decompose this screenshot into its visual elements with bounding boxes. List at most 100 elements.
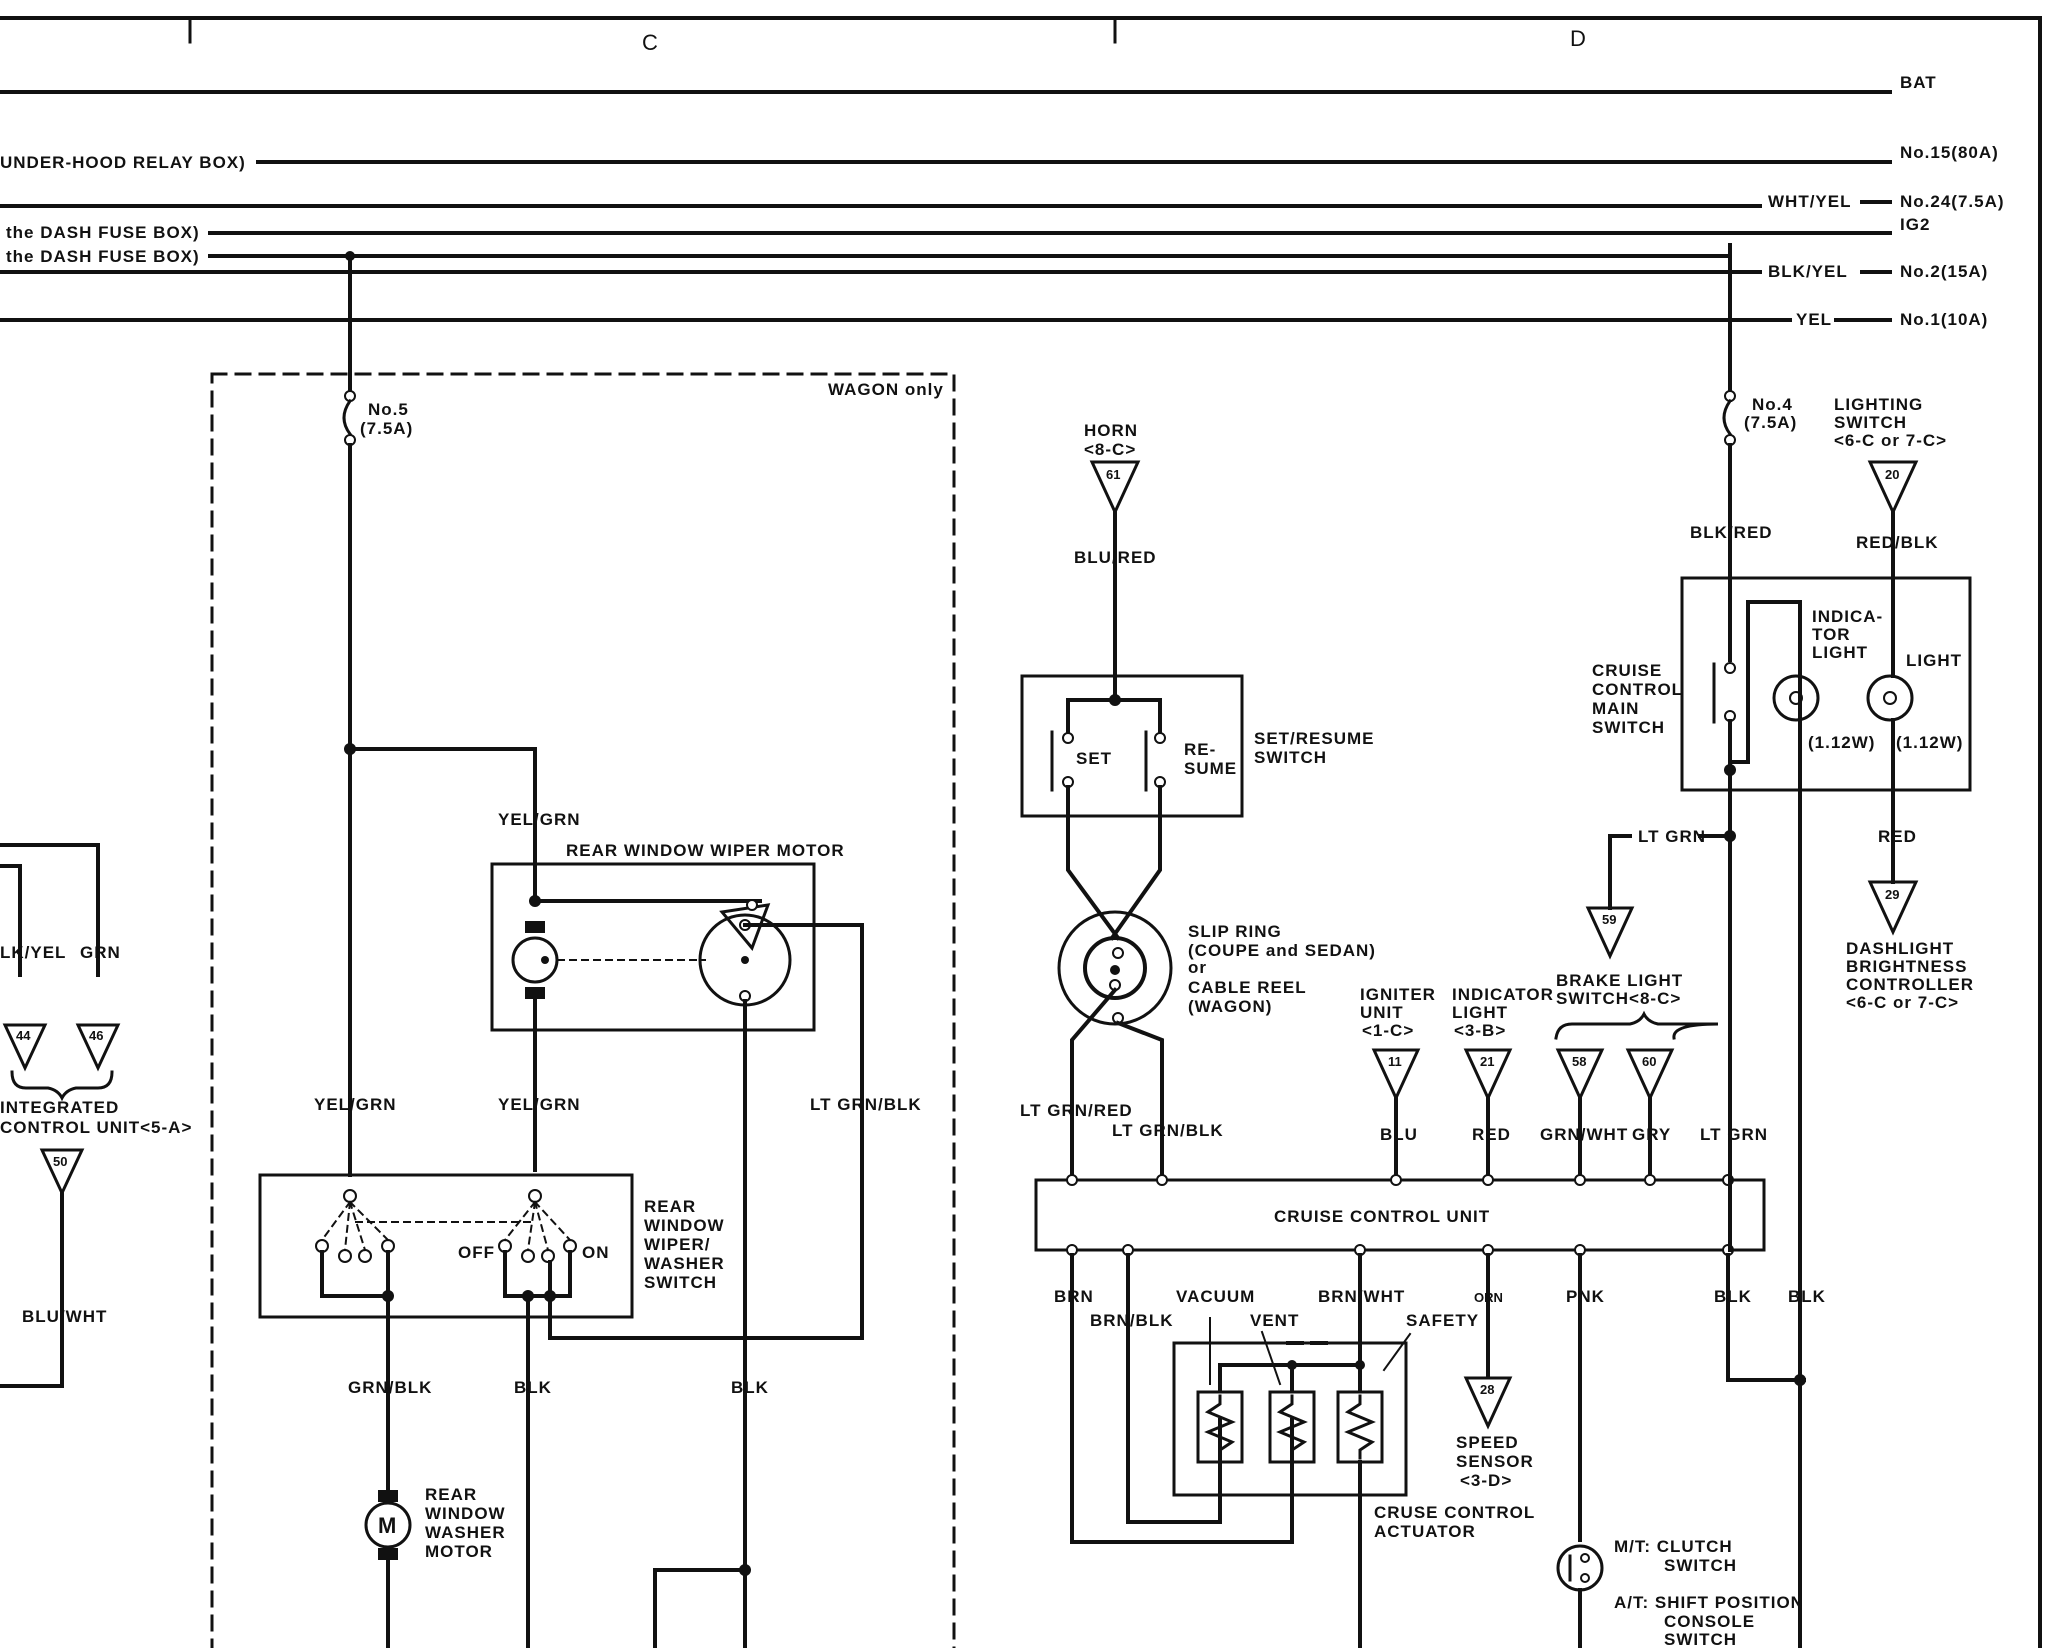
slip-ring-icon (1057, 910, 1173, 1026)
svg-text:(7.5A): (7.5A) (1744, 413, 1797, 432)
wire-blk-2: BLK (731, 1378, 769, 1397)
svg-text:INDICA-: INDICA- (1812, 607, 1883, 626)
bus-fuse24-label: No.24(7.5A) (1900, 192, 2005, 211)
svg-text:<3-B>: <3-B> (1454, 1021, 1506, 1040)
svg-text:44: 44 (16, 1028, 31, 1043)
igniter-connector-11 (1371, 1048, 1421, 1102)
lighting-switch-connector-20 (1867, 460, 1919, 516)
svg-text:SLIP RING: SLIP RING (1188, 922, 1282, 941)
svg-text:DASHLIGHT: DASHLIGHT (1846, 939, 1954, 958)
brake-connector-60 (1625, 1048, 1675, 1102)
svg-text:(WAGON): (WAGON) (1188, 997, 1272, 1016)
svg-text:INDICATOR: INDICATOR (1452, 985, 1554, 1004)
indicator-light-bulb-icon (1772, 674, 1820, 722)
svg-text:LIGHT: LIGHT (1812, 643, 1868, 662)
fuse-no5-icon (342, 398, 353, 437)
svg-text:REAR: REAR (425, 1485, 477, 1504)
bus-dash1-label: the DASH FUSE BOX) (6, 223, 200, 242)
bus-whtyel-label: WHT/YEL (1768, 192, 1852, 211)
svg-text:SWITCH: SWITCH (644, 1273, 717, 1292)
svg-text:TOR: TOR (1812, 625, 1851, 644)
wire-ltgrnblk-cruise: LT GRN/BLK (1112, 1121, 1224, 1140)
main-switch-box (1680, 576, 1972, 792)
svg-text:WINDOW: WINDOW (644, 1216, 725, 1235)
wire-gry: GRY (1632, 1125, 1671, 1144)
wire-brn: BRN (1054, 1287, 1094, 1306)
svg-text:MAIN: MAIN (1592, 699, 1639, 718)
switch-on-label: ON (582, 1243, 610, 1262)
dashlight-connector-29 (1867, 880, 1919, 936)
wire-ltgrnred: LT GRN/RED (1020, 1101, 1133, 1120)
svg-text:REAR: REAR (644, 1197, 696, 1216)
wire-brnblk: BRN/BLK (1090, 1311, 1174, 1330)
wire-ltgrn-unit: LT GRN (1700, 1125, 1768, 1144)
sheet-frame: C D (0, 16, 2042, 1648)
wire-blk-switch: BLK (1788, 1287, 1826, 1306)
icu-connector-50 (39, 1148, 85, 1197)
svg-text:M: M (378, 1513, 396, 1538)
svg-text:WINDOW: WINDOW (425, 1504, 506, 1523)
wire-ltgrnblk: LT GRN/BLK (810, 1095, 922, 1114)
svg-text:29: 29 (1885, 887, 1899, 902)
svg-text:60: 60 (1642, 1054, 1656, 1069)
svg-text:CABLE REEL: CABLE REEL (1188, 978, 1307, 997)
column-label-d: D (1570, 26, 1586, 51)
light-bulb-icon (1866, 674, 1914, 722)
svg-text:(COUPE and SEDAN): (COUPE and SEDAN) (1188, 941, 1376, 960)
icu-connector-44 (2, 1023, 48, 1072)
svg-text:SWITCH: SWITCH (1664, 1556, 1737, 1575)
wire-grnblk: GRN/BLK (348, 1378, 432, 1397)
svg-text:21: 21 (1480, 1054, 1494, 1069)
washer-motor-icon (364, 1501, 412, 1549)
wire-yelgrn-mid: YEL/GRN (498, 1095, 581, 1114)
wire-brnwht: BRN/WHT (1318, 1287, 1405, 1306)
svg-text:SPEED: SPEED (1456, 1433, 1519, 1452)
fuse-no4-icon (1722, 398, 1733, 437)
svg-text:<6-C or 7-C>: <6-C or 7-C> (1846, 993, 1959, 1012)
wiper-motor-icon (511, 936, 559, 984)
svg-text:LIGHT: LIGHT (1906, 651, 1962, 670)
column-label-c: C (642, 30, 658, 55)
vacuum-label: VACUUM (1176, 1287, 1255, 1306)
svg-text:or: or (1188, 958, 1207, 977)
indicator-connector-21 (1463, 1048, 1513, 1102)
bus-bat-label: BAT (1900, 73, 1937, 92)
svg-text:SWITCH: SWITCH (1592, 718, 1665, 737)
svg-text:WASHER: WASHER (425, 1523, 506, 1542)
svg-text:M/T: CLUTCH: M/T: CLUTCH (1614, 1537, 1733, 1556)
wire-yelgrn-left: YEL/GRN (314, 1095, 397, 1114)
speed-sensor-connector-28 (1463, 1376, 1513, 1430)
svg-text:WIPER/: WIPER/ (644, 1235, 710, 1254)
wire-blured: BLU/RED (1074, 548, 1157, 567)
wagon-only-section: WAGON only No.5 (7.5A) YEL/GRN REAR WIND… (210, 251, 956, 1648)
svg-text:UNIT: UNIT (1360, 1003, 1404, 1022)
svg-text:SUME: SUME (1184, 759, 1237, 778)
power-bus: BAT UNDER-HOOD RELAY BOX) No.15(80A) WHT… (0, 73, 2005, 402)
switch-off-label: OFF (458, 1243, 495, 1262)
icu-wire-lkyel: LK/YEL (0, 943, 66, 962)
svg-text:LIGHT: LIGHT (1452, 1003, 1508, 1022)
svg-text:28: 28 (1480, 1382, 1494, 1397)
svg-text:CRUSE CONTROL: CRUSE CONTROL (1374, 1503, 1535, 1522)
svg-text:No.4: No.4 (1752, 395, 1793, 414)
set-resume-label-2: SWITCH (1254, 748, 1327, 767)
cruise-control-unit-label: CRUISE CONTROL UNIT (1274, 1207, 1490, 1226)
bus-dash2-label: the DASH FUSE BOX) (6, 247, 200, 266)
cruise-main-switch-section: No.4 (7.5A) BLK/RED CRUISE CONTROL MAIN … (1585, 390, 1973, 1648)
icu-label-2: CONTROL UNIT<5-A> (0, 1118, 192, 1137)
svg-text:50: 50 (53, 1154, 67, 1169)
svg-text:A/T: SHIFT POSITION: A/T: SHIFT POSITION (1614, 1593, 1804, 1612)
icu-wire-grn: GRN (80, 943, 121, 962)
bus-fuse2-label: No.2(15A) (1900, 262, 1988, 281)
svg-text:ACTUATOR: ACTUATOR (1374, 1522, 1476, 1541)
rear-wiper-motor-label: REAR WINDOW WIPER MOTOR (566, 841, 845, 860)
svg-text:<8-C>: <8-C> (1084, 440, 1136, 459)
wire-orn: ORN (1474, 1290, 1503, 1305)
wire-blu: BLU (1380, 1125, 1418, 1144)
wire-blkred: BLK/RED (1690, 523, 1773, 542)
svg-text:WASHER: WASHER (644, 1254, 725, 1273)
svg-text:LIGHTING: LIGHTING (1834, 395, 1923, 414)
svg-text:HORN: HORN (1084, 421, 1138, 440)
svg-text:59: 59 (1602, 912, 1616, 927)
